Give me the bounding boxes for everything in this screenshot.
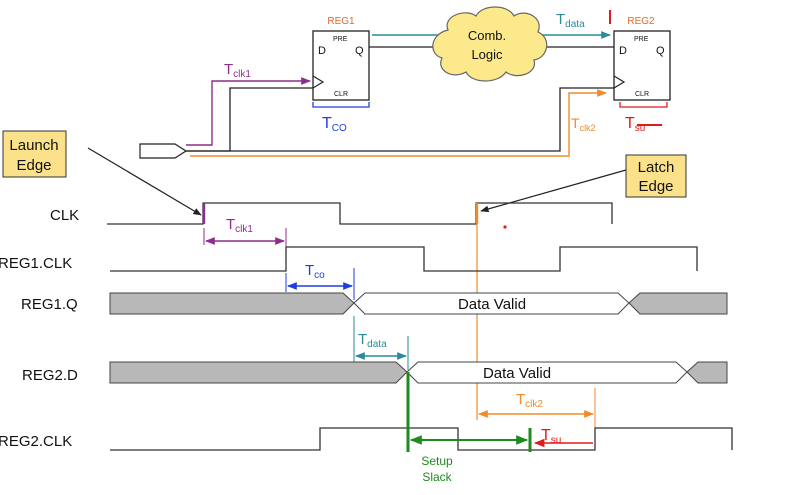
reg2-pre-label: PRE [634,36,649,43]
signal-reg2-clk-name: REG2.CLK [0,433,72,450]
reg1-clk-waveform [110,246,698,272]
tdata-schematic-label: Tdata [556,11,585,30]
clk2-wire [186,87,614,152]
tco-timing-label: Tco [305,262,325,281]
reg1-q-invalid-right [628,292,728,315]
signal-clk-name: CLK [50,207,79,224]
comb-logic-line1: Comb. [468,28,506,43]
tsu-timing-label: Tsu [541,427,561,446]
latch-edge-line1: Latch [638,159,675,176]
reg2-flipflop: REG2 PRE D Q CLR [613,16,671,101]
reg1-pre-label: PRE [333,36,348,43]
reg2-d-label: D [619,45,627,57]
signal-reg1-q-name: REG1.Q [21,296,78,313]
clock-input-pin [139,143,188,159]
reg1-d-label: D [318,45,326,57]
tclk1-timing-label: Tclk1 [226,216,253,235]
comb-logic-line2: Logic [471,47,503,62]
latch-edge-line2: Edge [638,178,673,195]
tco-bracket [312,102,370,108]
launch-edge-line2: Edge [16,157,51,174]
reg2-clr-label: CLR [635,91,649,98]
comb-logic-cloud: Comb. Logic [432,6,548,82]
launch-edge-pointer [87,147,202,216]
launch-edge-callout: Launch Edge [2,130,67,178]
tclk2-timing-label: Tclk2 [516,391,543,410]
tsu-schematic-label: Tsu [625,115,645,134]
launch-edge-line1: Launch [9,137,58,154]
setup-slack-line1: Setup [421,454,453,468]
tclk1-schematic-arrow [186,77,311,146]
tdata-timing-label: Tdata [358,331,387,350]
setup-slack-line2: Slack [422,470,452,484]
reg2-name: REG2 [627,16,655,27]
latch-edge-pointer [480,169,627,213]
reg1-name: REG1 [327,16,355,27]
tclk2-schematic-arrow [190,89,607,157]
reg1-q-invalid-left [109,292,355,315]
tco-schematic-label: TCO [322,115,347,134]
reg1-clr-label: CLR [334,91,348,98]
clk1-wire [186,87,313,152]
clk-waveform [107,202,613,225]
reg2-d-data-valid: Data Valid [483,365,551,382]
signal-reg2-d-name: REG2.D [22,367,78,384]
red-dot [503,225,507,229]
reg1-q-data-valid: Data Valid [458,296,526,313]
reg2-d-invalid-left [109,361,408,384]
reg2-d-invalid-right [686,361,728,384]
reg1-flipflop: REG1 PRE D Q CLR [312,16,370,101]
latch-edge-callout: Latch Edge [625,154,687,198]
signal-reg1-clk-name: REG1.CLK [0,255,72,272]
reg1-q-label: Q [355,45,364,57]
tclk1-schematic-label: Tclk1 [224,61,251,80]
tsu-bracket [619,102,668,108]
reg2-q-label: Q [656,45,665,57]
reg2-clk-waveform [110,427,733,451]
tclk2-schematic-label: Tclk2 [571,115,596,133]
